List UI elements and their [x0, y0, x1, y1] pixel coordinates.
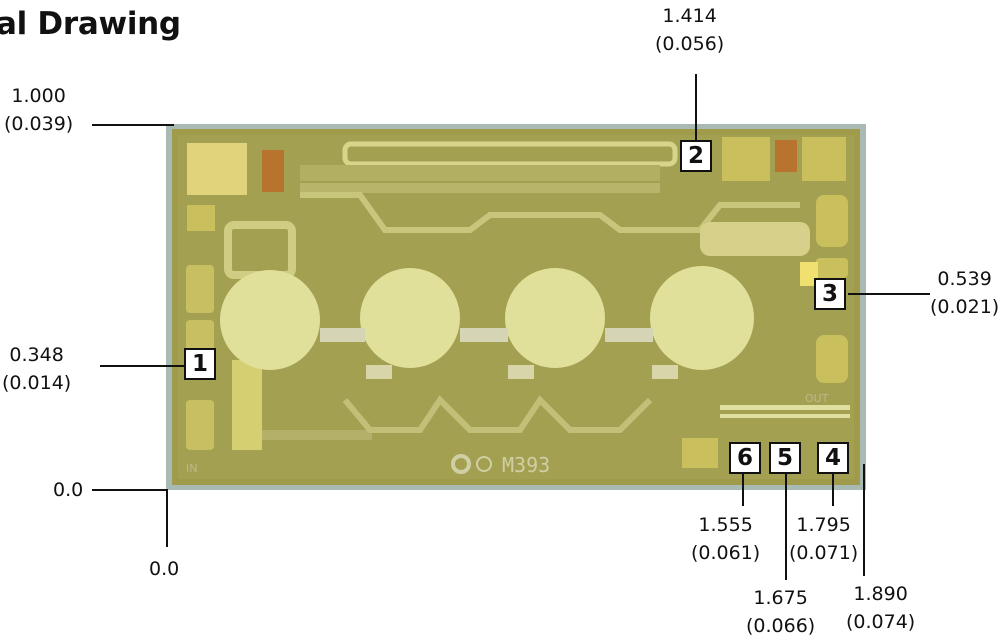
dim-left-1000: 1.000 (0.039) [4, 82, 73, 138]
pad-label-5: 5 [769, 442, 801, 474]
leader-3-line [848, 293, 930, 295]
dim-paren: (0.061) [691, 542, 761, 564]
die-marking-text: M393 [502, 453, 550, 477]
leader-1000-line [92, 124, 174, 126]
dim-paren: (0.056) [655, 33, 725, 55]
logo-c-icon [451, 454, 471, 474]
logo-registered-icon [476, 456, 492, 472]
dim-paren: (0.071) [789, 542, 859, 564]
dim-left-0348: 0.348 (0.014) [2, 341, 71, 397]
dim-paren: (0.021) [930, 296, 1000, 318]
dim-value: 1.795 [796, 514, 851, 536]
dim-value: 1.000 [11, 85, 66, 107]
leader-2-line [695, 74, 697, 142]
dim-paren: (0.066) [746, 615, 816, 637]
leader-00-horiz-line [92, 489, 168, 491]
dim-bottom-1555: 1.555 (0.061) [691, 511, 760, 567]
dim-value: 0.348 [9, 344, 64, 366]
page-title: al Drawing [0, 6, 181, 42]
leader-00-vert-line [166, 491, 168, 547]
cap-circle-3 [505, 268, 605, 368]
pad-label-2: 2 [680, 140, 712, 172]
dim-bottom-00: 0.0 [149, 555, 179, 583]
leader-4-line [832, 474, 834, 506]
dim-value: 1.890 [853, 583, 908, 605]
dim-value: 0.539 [937, 268, 992, 290]
pad-label-3: 3 [814, 278, 846, 310]
pad-label-6: 6 [729, 442, 761, 474]
dim-bottom-1795: 1.795 (0.071) [789, 511, 858, 567]
cap-circle-4 [650, 266, 754, 370]
dim-right-0539: 0.539 (0.021) [930, 265, 999, 321]
dim-bottom-1675: 1.675 (0.066) [746, 584, 815, 640]
dim-bottom-1890: 1.890 (0.074) [846, 580, 915, 636]
leader-1-line [100, 365, 184, 367]
pad-label-1: 1 [184, 348, 216, 380]
dim-paren: (0.074) [846, 611, 916, 633]
dim-paren: (0.039) [4, 113, 74, 135]
in-text: IN [186, 462, 197, 475]
top-left-pad [187, 143, 247, 195]
cap-circle-2 [360, 268, 460, 368]
dim-value: 1.675 [753, 587, 808, 609]
leader-1890-line [863, 464, 865, 576]
dim-value: 1.414 [662, 5, 717, 27]
dim-value: 0.0 [149, 558, 180, 580]
dim-value: 0.0 [53, 479, 84, 501]
cap-circle-1 [220, 270, 320, 370]
leader-6-line [742, 474, 744, 506]
dim-top-1414: 1.414 (0.056) [655, 2, 724, 58]
dim-value: 1.555 [698, 514, 753, 536]
leader-5-line [785, 474, 787, 580]
out-text: OUT [805, 392, 829, 405]
dim-left-00: 0.0 [53, 476, 83, 504]
pad-label-4: 4 [817, 442, 849, 474]
dim-paren: (0.014) [2, 372, 72, 394]
